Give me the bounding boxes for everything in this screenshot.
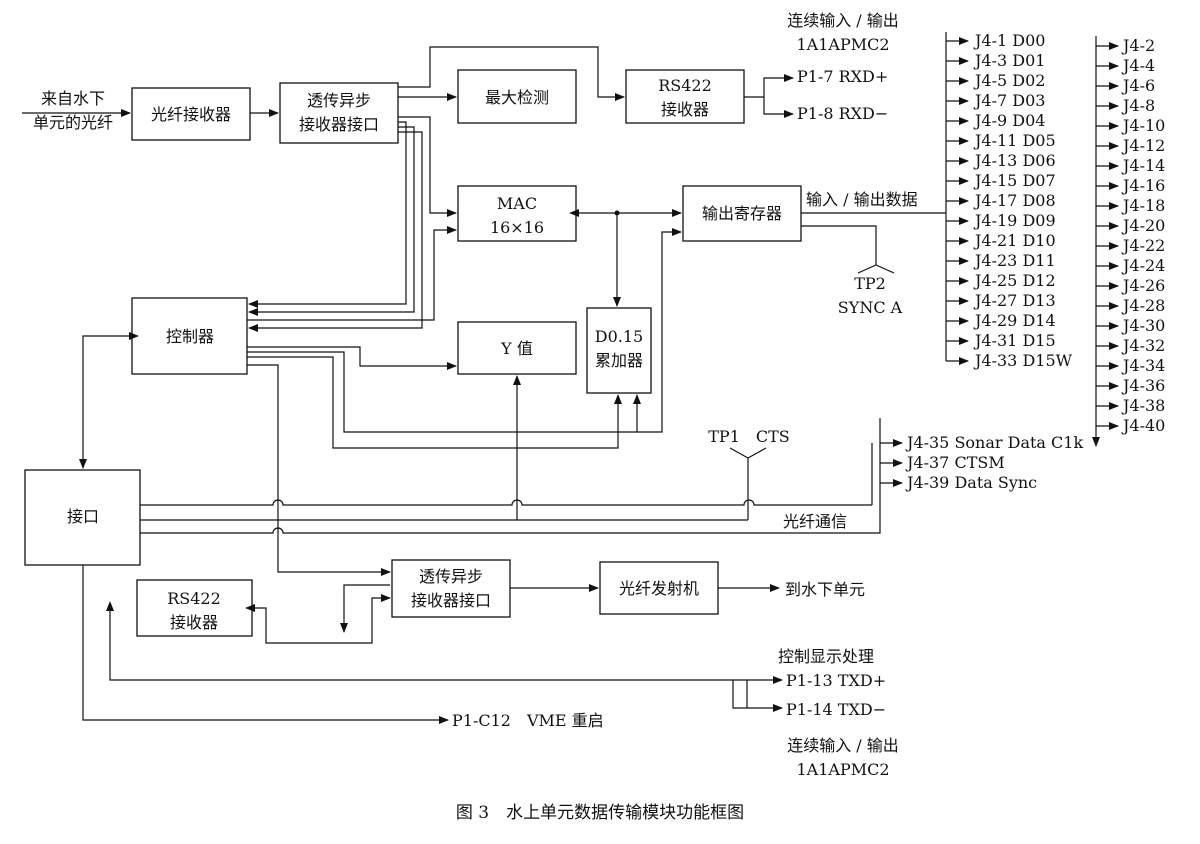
even-pin-label: J4-34 <box>1121 356 1165 375</box>
interface-label: 接口 <box>67 507 99 526</box>
output-register-block: 输出寄存器 <box>682 185 802 242</box>
even-pin-label: J4-12 <box>1121 136 1165 155</box>
figure-caption: 图 3 水上单元数据传输模块功能框图 <box>456 803 744 823</box>
fiber-transmitter-block: 光纤发射机 <box>599 561 719 615</box>
input-source-line1: 来自水下 <box>41 89 105 108</box>
even-pin-label: J4-26 <box>1121 276 1165 295</box>
rs422-receiver-top-line1: RS422 <box>658 76 712 95</box>
even-pin-label: J4-14 <box>1121 156 1165 175</box>
rs422-receiver-bottom-block: RS422 接收器 <box>136 579 253 637</box>
rs422-receiver-bottom-line2: 接收器 <box>170 613 218 632</box>
transparent-async-rx-top-block: 透传异步 接收器接口 <box>279 82 399 144</box>
rs422-receiver-top-block: RS422 接收器 <box>625 69 745 124</box>
transparent-async-rx-top-line1: 透传异步 <box>307 91 371 110</box>
pin-rxd-plus: P1-7 RXD+ <box>797 67 888 86</box>
mac-line1: MAC <box>497 194 537 213</box>
transparent-async-rx-bottom-block: 透传异步 接收器接口 <box>391 559 511 618</box>
even-pin-label: J4-2 <box>1121 36 1155 55</box>
fiber-comm-label: 光纤通信 <box>783 512 847 531</box>
data-pin-label: J4-25 D12 <box>973 271 1056 290</box>
data-pin-label: J4-3 D01 <box>973 51 1045 70</box>
fiber-transmitter-label: 光纤发射机 <box>619 579 699 598</box>
continuous-io-top-line2: 1A1APMC2 <box>796 35 889 54</box>
mac-line2: 16×16 <box>490 218 544 237</box>
sonar-pin-label: J4-39 Data Sync <box>905 473 1037 492</box>
input-source-line2: 单元的光纤 <box>33 113 113 132</box>
rs422-receiver-bottom-line1: RS422 <box>167 589 221 608</box>
even-pin-label: J4-32 <box>1121 336 1165 355</box>
even-pin-label: J4-38 <box>1121 396 1165 415</box>
max-detect-label: 最大检测 <box>485 88 549 107</box>
data-pin-label: J4-7 D03 <box>973 91 1045 110</box>
max-detect-block: 最大检测 <box>457 69 577 124</box>
even-pin-label: J4-36 <box>1121 376 1165 395</box>
y-value-label: Y 值 <box>500 339 533 358</box>
even-pin-label: J4-4 <box>1121 56 1155 75</box>
accumulator-line2: 累加器 <box>595 351 643 370</box>
data-pin-label: J4-1 D00 <box>973 31 1045 50</box>
control-display-label: 控制显示处理 <box>778 647 874 666</box>
even-pin-label: J4-18 <box>1121 196 1165 215</box>
tp2-line2: SYNC A <box>838 298 903 317</box>
interface-block: 接口 <box>24 469 141 566</box>
continuous-io-bottom-line1: 连续输入 / 输出 <box>787 736 899 755</box>
pin-txd-plus: P1-13 TXD+ <box>786 671 886 690</box>
even-pin-label: J4-16 <box>1121 176 1165 195</box>
io-data-label: 输入 / 输出数据 <box>806 190 918 209</box>
data-pin-label: J4-27 D13 <box>973 291 1056 310</box>
even-pin-label: J4-28 <box>1121 296 1165 315</box>
data-pin-label: J4-19 D09 <box>973 211 1056 230</box>
accumulator-block: D0.15 累加器 <box>586 307 652 394</box>
mac-block: MAC 16×16 <box>457 185 577 242</box>
vme-restart-label: P1-C12 VME 重启 <box>452 711 604 730</box>
y-value-block: Y 值 <box>457 321 577 375</box>
output-register-label: 输出寄存器 <box>702 204 782 223</box>
even-pin-label: J4-22 <box>1121 236 1165 255</box>
data-pin-label: J4-5 D02 <box>973 71 1045 90</box>
data-pin-label: J4-23 D11 <box>973 251 1056 270</box>
sonar-pin-label: J4-37 CTSM <box>905 453 1005 472</box>
data-pin-label: J4-13 D06 <box>973 151 1056 170</box>
continuous-io-top-line1: 连续输入 / 输出 <box>787 11 899 30</box>
transparent-async-rx-bottom-line2: 接收器接口 <box>411 591 491 610</box>
even-j4-pins: J4-2J4-4J4-6J4-8J4-10J4-12J4-14J4-16J4-1… <box>1092 36 1165 447</box>
data-pin-label: J4-15 D07 <box>973 171 1056 190</box>
transparent-async-rx-top-line2: 接收器接口 <box>299 115 379 134</box>
even-pin-label: J4-40 <box>1121 416 1165 435</box>
data-pin-label: J4-17 D08 <box>973 191 1056 210</box>
even-pin-label: J4-8 <box>1121 96 1155 115</box>
data-pin-label: J4-9 D04 <box>973 111 1045 130</box>
fiber-receiver-block: 光纤接收器 <box>131 87 251 141</box>
data-pin-label: J4-11 D05 <box>973 131 1056 150</box>
tp1-cts-label: TP1 CTS <box>708 427 790 446</box>
fiber-receiver-label: 光纤接收器 <box>151 105 231 124</box>
pin-txd-minus: P1-14 TXD− <box>786 700 886 719</box>
transparent-async-rx-bottom-line1: 透传异步 <box>419 567 483 586</box>
controller-label: 控制器 <box>166 327 214 346</box>
data-pin-label: J4-31 D15 <box>973 331 1056 350</box>
even-pin-label: J4-20 <box>1121 216 1165 235</box>
data-pin-label: J4-21 D10 <box>973 231 1056 250</box>
data-pin-label: J4-29 D14 <box>973 311 1056 330</box>
continuous-io-bottom-line2: 1A1APMC2 <box>796 760 889 779</box>
connection-lines <box>22 46 946 724</box>
accumulator-line1: D0.15 <box>595 327 643 346</box>
even-pin-label: J4-10 <box>1121 116 1165 135</box>
data-pin-label: J4-33 D15W <box>973 351 1073 370</box>
even-pin-label: J4-6 <box>1121 76 1155 95</box>
rs422-receiver-top-line2: 接收器 <box>661 100 709 119</box>
even-pin-label: J4-30 <box>1121 316 1165 335</box>
even-pin-label: J4-24 <box>1121 256 1165 275</box>
sonar-pin-label: J4-35 Sonar Data C1k <box>905 433 1083 452</box>
controller-block: 控制器 <box>131 297 248 375</box>
to-underwater-label: 到水下单元 <box>785 580 865 599</box>
tp2-line1: TP2 <box>854 274 886 293</box>
pin-rxd-minus: P1-8 RXD− <box>797 104 888 123</box>
